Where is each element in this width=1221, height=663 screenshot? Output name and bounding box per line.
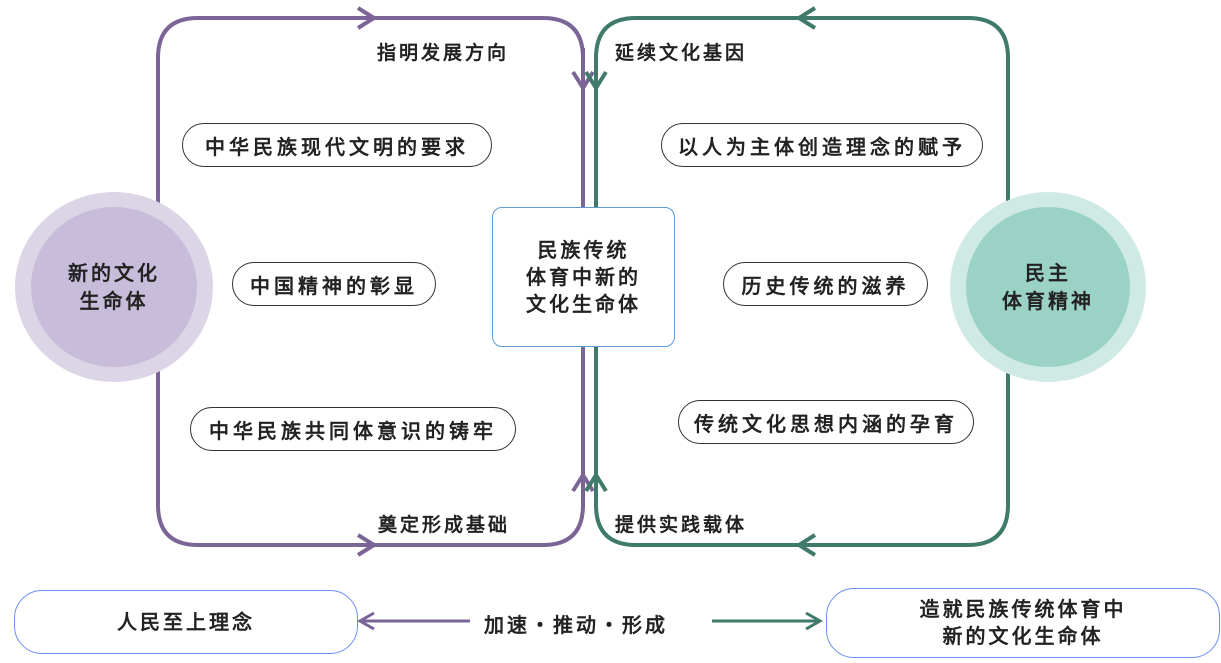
arrow-up-icon — [584, 471, 608, 493]
right-circle-line-1: 民主 — [1025, 261, 1071, 285]
left-item-1: 中华民族现代文明的要求 — [182, 123, 492, 167]
center-line-3: 文化生命体 — [526, 291, 641, 316]
right-loop-line — [594, 16, 1010, 547]
arrow-left-icon — [356, 611, 375, 631]
right-top-label: 延续文化基因 — [615, 42, 748, 64]
center-line-2: 体育中新的 — [526, 264, 641, 289]
arrow-left-icon — [795, 6, 817, 30]
left-circle-line-2: 生命体 — [79, 289, 149, 313]
arrow-right-icon — [356, 533, 378, 557]
left-bottom-label: 奠定形成基础 — [378, 514, 511, 536]
left-item-3: 中华民族共同体意识的铸牢 — [190, 407, 516, 451]
left-loop-line — [156, 16, 585, 547]
right-item-3: 传统文化思想内涵的孕育 — [678, 400, 974, 444]
right-item-1: 以人为主体创造理念的赋予 — [661, 123, 983, 167]
bottom-right-box: 造就民族传统体育中 新的文化生命体 — [826, 588, 1220, 658]
bottom-left-text: 人民至上理念 — [117, 609, 255, 634]
right-circle: 民主 体育精神 — [950, 192, 1146, 382]
left-circle-line-1: 新的文化 — [68, 261, 160, 285]
bottom-middle-label: 加速・推动・形成 — [484, 613, 668, 637]
left-item-2: 中国精神的彰显 — [232, 262, 436, 306]
bottom-right-line-1: 造就民族传统体育中 — [919, 597, 1127, 621]
arrow-right-icon — [356, 6, 378, 30]
center-line-1: 民族传统 — [537, 237, 630, 262]
bottom-left-box: 人民至上理念 — [14, 590, 358, 654]
left-circle: 新的文化 生命体 — [15, 192, 213, 382]
arrow-down-icon — [584, 70, 608, 92]
left-top-label: 指明发展方向 — [377, 42, 510, 64]
right-item-2: 历史传统的滋养 — [723, 262, 928, 306]
center-box: 民族传统 体育中新的 文化生命体 — [492, 207, 675, 347]
right-circle-line-2: 体育精神 — [1002, 289, 1094, 313]
arrow-left-icon — [795, 533, 817, 557]
bottom-right-line-2: 新的文化生命体 — [942, 624, 1104, 648]
arrow-right-icon — [805, 611, 824, 631]
right-bottom-label: 提供实践载体 — [615, 514, 748, 536]
